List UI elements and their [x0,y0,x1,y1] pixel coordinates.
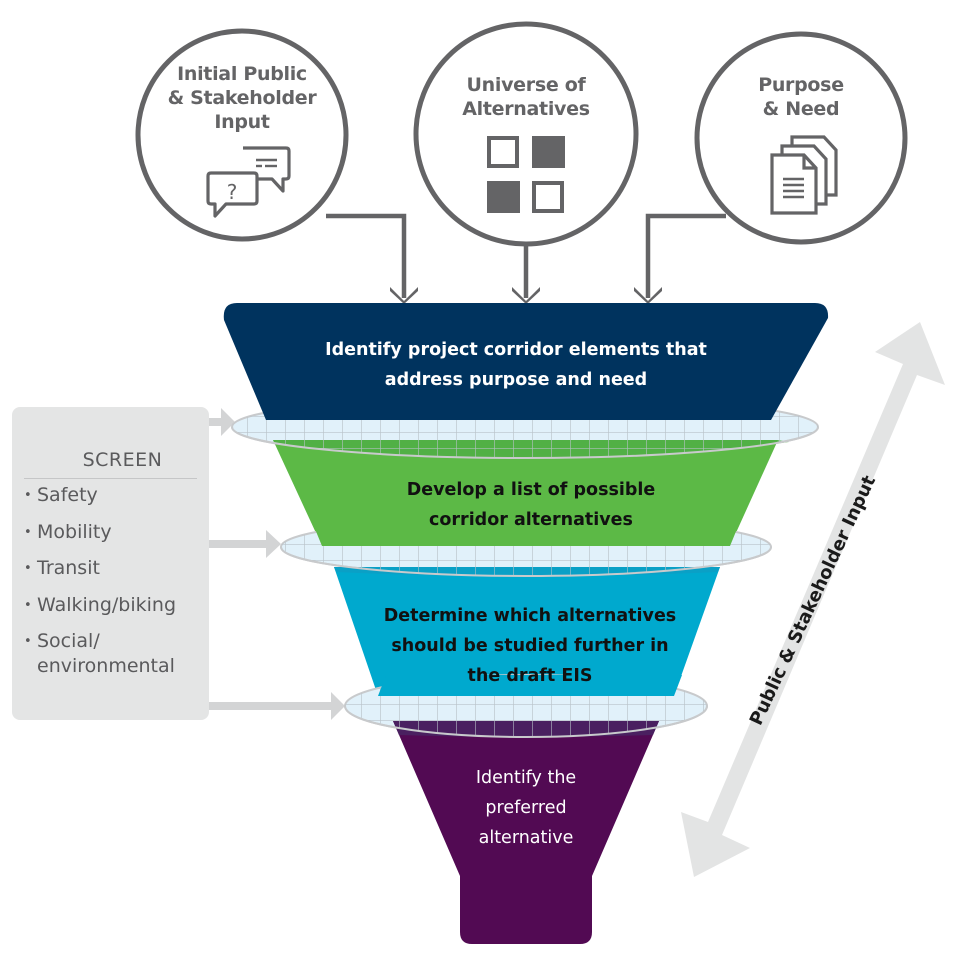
screen-arrow-1-head [221,408,235,436]
screen-item: • Walking/biking [22,593,176,618]
funnel-stage-1-text: Identify project corridor elements that … [266,335,766,395]
funnel-stage-1-shape [223,303,829,420]
screen-criteria-list: • Safety • Mobility • Transit • Walking/biki… [22,483,176,691]
screen-divider [24,478,197,479]
stage-line: the draft EIS [467,666,593,686]
screen-item-label: Social/ environmental [37,630,175,677]
screen-item: • Social/ environmental [22,629,176,679]
bullet-icon: • [24,488,32,503]
screen-arrow-2-shaft [209,540,267,548]
screen-item: • Mobility [22,520,176,545]
public-input-double-arrow [681,322,945,877]
screen-item-label: Transit [37,557,100,579]
svg-text:?: ? [227,180,238,204]
label-line: Input [214,111,270,133]
stage-line: should be studied further in [391,636,669,656]
screen-arrow-3-head [331,692,345,720]
screen-item: • Safety [22,483,176,508]
arrowhead-icon [390,287,418,304]
screen-title: SCREEN [82,449,163,471]
stage-line: Identify project corridor elements that [325,340,707,360]
stage-line: alternative [478,828,574,848]
funnel-stage-2-text: Develop a list of possible corridor alte… [316,475,746,535]
label-line: Universe of [466,74,586,96]
label-line: Purpose [758,74,844,96]
funnel-stage-4-text: Identify the preferred alternative [426,763,626,853]
label-line: Alternatives [462,98,590,120]
funnel-stage-3-shape [334,567,720,696]
label-line: & Need [762,98,840,120]
label-line: & Stakeholder [167,87,317,109]
connector-public-input [326,213,407,298]
screen-item-label: Walking/biking [37,593,177,616]
input-label-purpose: Purpose & Need [731,73,871,121]
screen-item-label: Safety [37,484,98,506]
speech-bubbles-question-icon: ? [206,146,291,218]
arrowhead-icon [512,287,540,304]
stage-line: corridor alternatives [429,510,633,530]
screen-criteria-panel: SCREEN • Safety • Mobility • Transit • Walki… [12,407,209,720]
stage-line: Develop a list of possible [406,480,656,500]
connector-arrows [326,213,726,298]
stage-line: Identify the [475,768,577,788]
funnel-stage-4-shape [393,721,659,944]
input-label-public: Initial Public & Stakeholder Input [162,62,322,134]
input-label-universe: Universe of Alternatives [436,73,616,121]
stage-line: Determine which alternatives [383,606,677,626]
screen-arrow-2-head [266,530,281,558]
stage-line: address purpose and need [384,370,648,390]
bullet-icon: • [24,524,32,540]
screen-arrow-1-shaft [209,418,223,426]
funnel-stage-3-text: Determine which alternatives should be s… [330,601,730,691]
input-circle-public [135,28,349,242]
arrowhead-icon [634,287,662,304]
screen-arrow-3-shaft [209,702,332,710]
bullet-icon: • [24,634,32,649]
bullet-icon: • [24,597,32,613]
screen-item-label: Mobility [37,520,112,543]
stage-line: preferred [485,798,567,818]
label-line: Initial Public [177,63,307,85]
connector-purpose-need [645,213,726,298]
four-squares-grid-icon [487,136,565,213]
screen-item: • Transit [22,556,176,581]
bullet-icon: • [24,561,32,576]
stacked-documents-icon [770,135,838,215]
input-circle-universe [413,21,639,247]
